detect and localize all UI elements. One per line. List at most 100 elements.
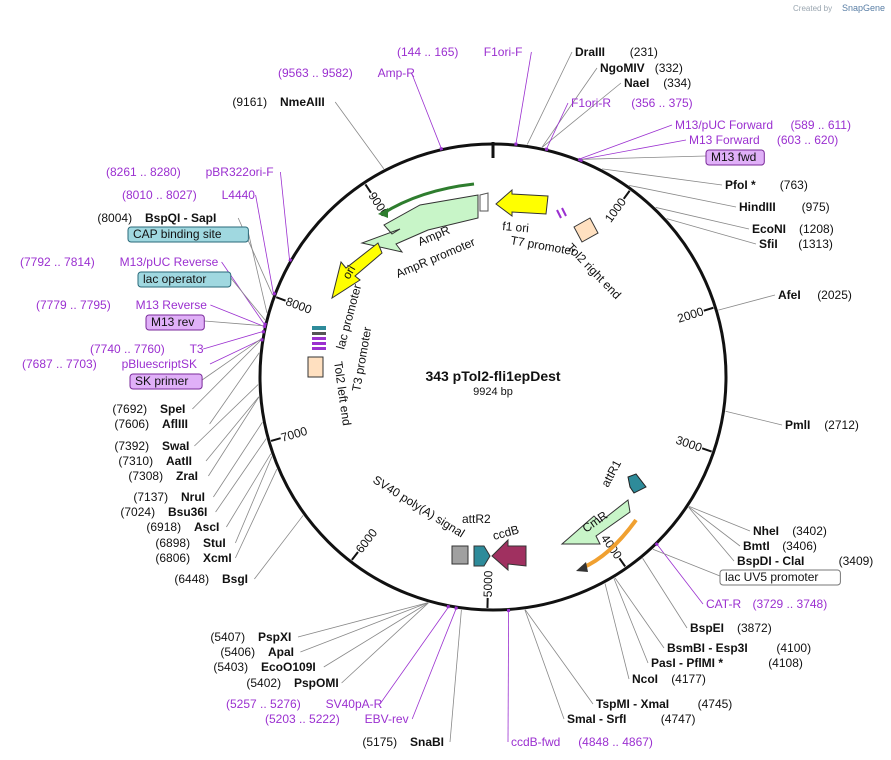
primer-name: T3 — [190, 342, 204, 356]
site-position: (4747) — [661, 712, 696, 726]
primer-leader-line — [280, 171, 290, 260]
site-leader-line — [323, 602, 429, 668]
ampr-promoter-tip — [378, 208, 388, 218]
ampr-promoter-arc — [381, 182, 475, 216]
site-name: PasI - PflMI * — [651, 656, 723, 670]
site-name: NcoI — [632, 672, 658, 686]
site-position: (4100) — [776, 641, 811, 655]
site-position: (6918) — [146, 520, 181, 534]
site-name: AscI — [194, 520, 219, 534]
site-position: (1313) — [798, 237, 833, 251]
site-position: (7392) — [114, 439, 149, 453]
primer-range: (144 .. 165) — [397, 45, 458, 59]
feature-leader-line — [248, 232, 268, 313]
site-name: BspEI — [690, 621, 724, 635]
site-name: BspQI - SapI — [145, 211, 216, 225]
tick-label: 1000 — [602, 195, 629, 225]
site-position: (8004) — [97, 211, 132, 225]
site-leader-line — [604, 583, 630, 680]
feature-layer — [307, 182, 647, 572]
primer-name: EBV-rev — [365, 712, 409, 726]
site-position: (5175) — [362, 735, 397, 749]
primer-leader-line — [515, 51, 532, 144]
site-position: (6448) — [174, 572, 209, 586]
primer-leader-line — [411, 608, 457, 720]
site-name: AatII — [166, 454, 192, 468]
f1-ori-label: f1 ori — [502, 219, 530, 235]
primer-name: F1ori-F — [484, 45, 523, 59]
primer-range: (9563 .. 9582) — [278, 66, 353, 80]
site-leader-line — [334, 101, 385, 170]
site-name: BsgI — [222, 572, 248, 586]
tick-mark — [701, 447, 712, 453]
tol2-right-small-2 — [561, 207, 567, 217]
plasmid-length: 9924 bp — [473, 386, 513, 398]
site-leader-line — [209, 352, 260, 425]
tick-mark — [275, 296, 286, 302]
tol2-right-small-1 — [556, 209, 562, 219]
primer-range: (603 .. 620) — [777, 133, 838, 147]
primer-mark — [288, 257, 293, 263]
feature-box — [127, 226, 249, 243]
site-position: (7024) — [120, 505, 155, 519]
site-leader-line — [628, 184, 737, 208]
primer-leader-line — [546, 102, 569, 149]
site-name: SmaI - SrfI — [567, 712, 626, 726]
feature-box — [145, 314, 205, 331]
site-name: NruI — [181, 490, 205, 504]
site-leader-line — [542, 82, 622, 148]
attr2-label: attR2 — [462, 512, 491, 526]
m13-rev-mark — [312, 337, 326, 340]
tick-label: 5000 — [481, 570, 496, 597]
feature-box-label: M13 fwd — [711, 150, 756, 164]
site-position: (6806) — [155, 551, 190, 565]
site-leader-line — [655, 207, 750, 230]
t3-promoter-mark — [312, 342, 326, 345]
primer-range: (7779 .. 7795) — [36, 298, 111, 312]
primer-name: M13/pUC Forward — [675, 118, 773, 132]
ampr-arrow — [360, 194, 479, 253]
site-name: BmtI — [743, 539, 770, 553]
site-position: (7310) — [118, 454, 153, 468]
primer-leader-line — [657, 544, 704, 605]
attr1-label: attR1 — [598, 457, 624, 489]
primer-name: M13 Forward — [689, 133, 760, 147]
site-leader-line — [524, 609, 565, 720]
primer-mark — [446, 604, 450, 609]
primer-name: Amp-R — [378, 66, 416, 80]
site-position: (3872) — [737, 621, 772, 635]
f1-ori-arrow — [479, 192, 489, 212]
primer-range: (3729 .. 3748) — [753, 597, 828, 611]
site-position: (3406) — [782, 539, 817, 553]
site-leader-line — [254, 515, 304, 580]
site-name: AfeI — [778, 288, 801, 302]
snapgene-logo-text: SnapGene — [842, 3, 885, 13]
site-name: ZraI — [176, 469, 198, 483]
site-position: (332) — [655, 61, 683, 75]
site-leader-line — [215, 438, 267, 513]
primer-name: L4440 — [222, 188, 256, 202]
primer-leader-line — [210, 304, 264, 327]
site-name: EcoNI — [752, 222, 786, 236]
tol2-right-end-label: Tol2 right end — [564, 240, 624, 302]
site-position: (5403) — [213, 660, 248, 674]
feature-box-label: CAP binding site — [133, 227, 222, 241]
primer-label-layer: (144 .. 165) F1ori-F (9563 .. 9582) Amp-R (3… — [20, 45, 851, 749]
tick-label: 8000 — [284, 294, 314, 316]
tick-mark — [270, 437, 281, 442]
feature-box — [129, 373, 203, 390]
primer-leader-line — [507, 611, 510, 743]
t3-promoter-label: T3 promoter — [349, 326, 374, 393]
tick-label: 3000 — [674, 433, 704, 455]
t7-promoter-label: T7 promoter — [509, 233, 576, 258]
site-name: TspMI - XmaI — [596, 697, 669, 711]
primer-leader-line — [379, 607, 449, 705]
site-name: PspXI — [258, 630, 291, 644]
primer-range: (5257 .. 5276) — [226, 697, 301, 711]
primer-range: (7740 .. 7760) — [90, 342, 165, 356]
ccdb-arrow — [491, 538, 527, 572]
feature-box-label: SK primer — [135, 374, 188, 388]
site-position: (334) — [663, 76, 691, 90]
site-leader-line — [449, 609, 462, 743]
